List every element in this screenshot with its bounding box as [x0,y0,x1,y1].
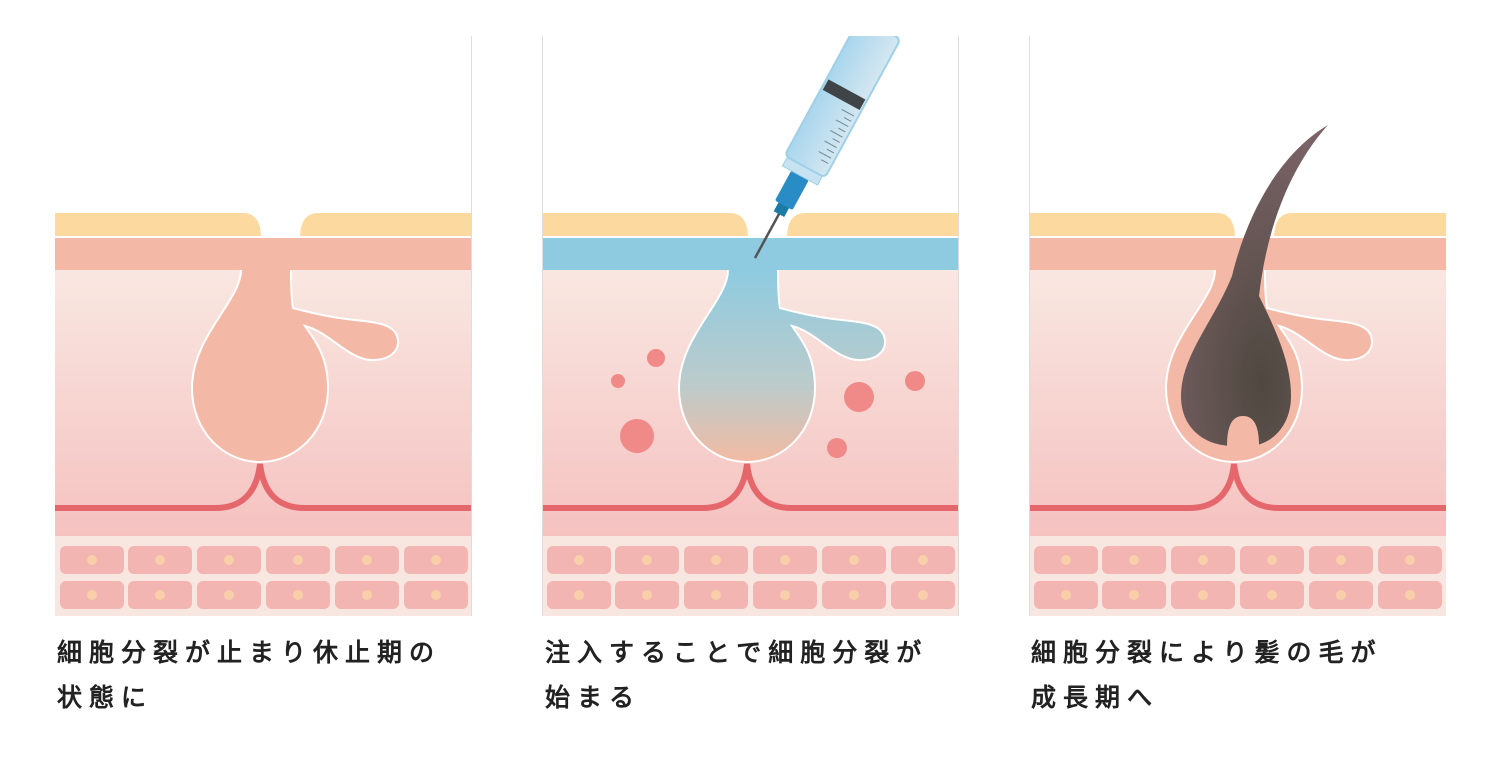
caption-line: 細胞分裂が止まり休止期の [57,638,442,667]
epidermis-layer [55,238,472,270]
caption-injection: 注入することで細胞分裂が 始まる [545,630,985,720]
panel-growth-phase [1029,36,1446,616]
panel-injection [542,36,959,616]
panel-resting-phase [55,36,472,616]
divider [958,36,959,616]
follicle-diagram-resting [55,36,472,616]
caption-line: 注入することで細胞分裂が [545,638,929,667]
follicle-diagram-injection [542,36,959,616]
growth-factor-dots [611,349,925,458]
caption-growth-phase: 細胞分裂により髪の毛が 成長期へ [1031,630,1471,720]
caption-resting-phase: 細胞分裂が止まり休止期の 状態に [57,630,497,720]
caption-line: 成長期へ [1031,683,1160,712]
injected-layer [542,238,959,270]
caption-line: 状態に [57,683,154,712]
follicle-diagram-growth [1029,125,1446,616]
caption-line: 始まる [545,683,642,712]
divider [1029,36,1030,616]
divider [471,36,472,616]
divider [542,36,543,616]
hair-strand [1181,125,1328,446]
caption-line: 細胞分裂により髪の毛が [1031,638,1383,667]
syringe-icon [753,36,900,259]
dermal-papilla [1227,416,1259,446]
